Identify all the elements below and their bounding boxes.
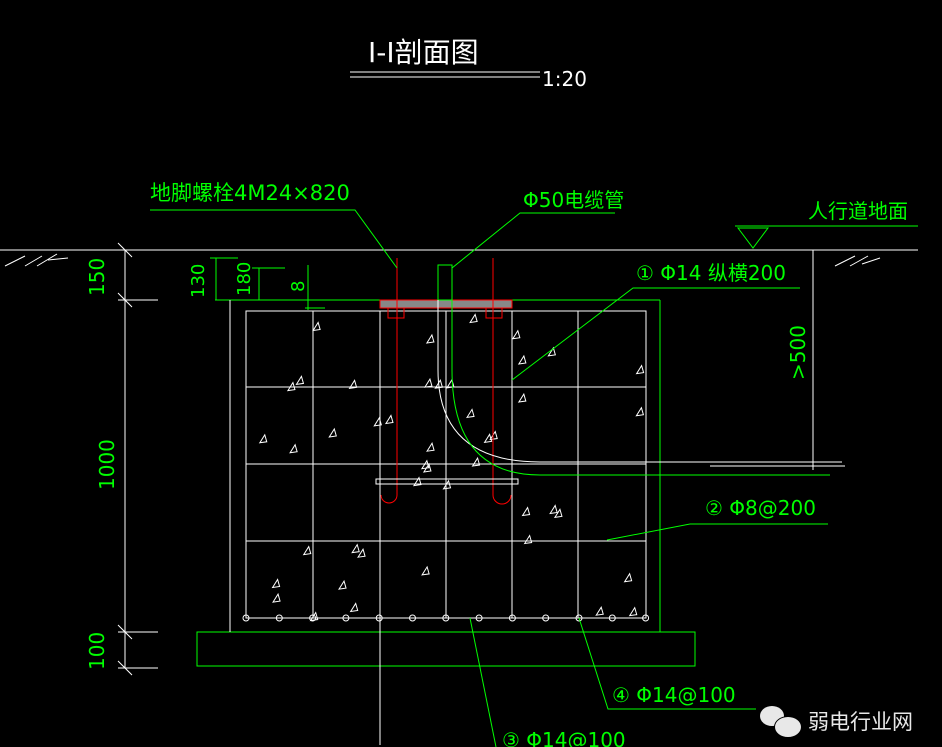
cable-pipe-label: Φ50电缆管 <box>523 188 624 212</box>
aggregate-mark <box>635 364 645 375</box>
aggregate-mark <box>489 430 498 441</box>
rebar-dot <box>642 614 650 622</box>
wechat-icon <box>760 706 802 738</box>
rebar-dot <box>542 614 550 622</box>
aggregate-mark <box>258 433 268 444</box>
aggregate-mark <box>469 313 478 324</box>
rebar-dot <box>275 614 283 622</box>
dim-8: 8 <box>288 281 309 292</box>
aggregate-mark <box>338 579 347 590</box>
rebar-dot <box>409 614 416 622</box>
dim-500: >500 <box>786 325 810 380</box>
rebar-dot <box>508 614 516 622</box>
aggregate-mark <box>312 321 321 332</box>
rebar1-leader <box>511 287 800 381</box>
ground-hatch-right <box>834 255 881 267</box>
aggregate-mark <box>271 578 281 589</box>
dim-180: 180 <box>234 262 255 296</box>
drawing-title: I-I剖面图 <box>368 36 479 69</box>
aggregate-mark <box>623 572 633 583</box>
base-plate <box>379 299 513 309</box>
aggregate-mark <box>426 441 435 452</box>
aggregate-mark <box>286 381 296 392</box>
rebar3-leader <box>469 617 497 747</box>
bolt-fixing-plate <box>375 478 519 485</box>
aggregate-mark <box>483 433 493 444</box>
bottom-rebar-dots <box>242 614 650 622</box>
aggregate-mark <box>547 346 556 357</box>
ground-level-marker-icon <box>737 227 769 249</box>
aggregate-mark <box>421 565 430 576</box>
cable-pipe-top <box>437 264 453 301</box>
nut-right <box>485 307 503 319</box>
aggregate-mark <box>517 354 527 365</box>
rebar-dot <box>242 614 250 622</box>
aggregate-mark <box>471 456 481 467</box>
aggregate-mark <box>466 408 475 419</box>
dim-130: 130 <box>188 264 209 298</box>
cable-pipe-leader <box>451 212 615 269</box>
aggregate-mark <box>357 547 366 558</box>
aggregate-mark <box>420 459 430 470</box>
anchor-bolt-left <box>380 258 398 504</box>
aggregate-mark <box>373 416 382 427</box>
aggregate-mark <box>351 543 360 554</box>
aggregate-mark <box>309 611 319 622</box>
cable-pipe-outer <box>437 300 842 463</box>
aggregate-mark <box>423 377 433 388</box>
aggregate-mark <box>517 392 527 403</box>
aggregate-mark <box>523 534 533 545</box>
aggregate-mark <box>289 443 298 454</box>
rebar-dot <box>375 614 383 622</box>
rebar2-leader <box>606 523 828 541</box>
ground-hatch-left <box>4 253 69 267</box>
rebar3-label: ③ Φ14@100 <box>502 728 626 747</box>
left-dimension-line <box>117 242 158 676</box>
dim-150: 150 <box>85 258 109 296</box>
aggregate-mark <box>553 508 563 519</box>
rebar-dot <box>575 614 583 622</box>
nut-left <box>387 307 405 319</box>
rebar-grid <box>246 311 646 618</box>
aggregate-mark <box>521 506 531 517</box>
rebar-dot <box>342 614 350 622</box>
aggregate-mark <box>635 406 645 417</box>
aggregate-mark <box>348 379 358 390</box>
rebar4-label: ④ Φ14@100 <box>612 683 736 707</box>
aggregate-mark <box>412 476 422 487</box>
aggregate-mark <box>295 375 305 386</box>
dim-100: 100 <box>85 632 109 670</box>
aggregate-mark <box>302 545 312 556</box>
rebar-dot <box>475 614 483 622</box>
scale-label: 1:20 <box>542 67 587 91</box>
anchor-bolt-leader <box>150 209 398 269</box>
rebar2-label: ② Φ8@200 <box>705 496 816 520</box>
aggregate-mark <box>549 504 558 515</box>
cable-pipe-inner <box>451 300 830 476</box>
base-cushion <box>196 631 696 667</box>
aggregate-mark <box>511 329 521 340</box>
rebar-dot <box>442 614 450 622</box>
rebar1-label: ① Φ14 纵横200 <box>636 261 786 285</box>
aggregate-mark <box>384 414 394 425</box>
sidewalk-label: 人行道地面 <box>808 199 908 223</box>
rebar-dot <box>309 614 317 622</box>
rebar-dot <box>608 614 616 622</box>
aggregate-mark <box>349 602 359 613</box>
aggregate-mark <box>328 427 337 438</box>
rebar4-leader <box>578 617 756 710</box>
aggregate-mark <box>442 479 452 490</box>
watermark-text: 弱电行业网 <box>808 710 913 734</box>
aggregate-mark <box>445 378 455 389</box>
small-dimensions <box>210 257 325 310</box>
watermark: 弱电行业网 <box>760 706 913 738</box>
aggregate-mark <box>595 605 604 616</box>
aggregate-mark <box>425 333 435 344</box>
anchor-bolt-label: 地脚螺栓4M24×820 <box>150 181 350 205</box>
dim-1000: 1000 <box>95 439 119 490</box>
aggregate-mark <box>628 606 638 617</box>
anchor-bolt-right <box>492 258 512 505</box>
concrete-aggregate <box>258 313 645 622</box>
aggregate-mark <box>272 592 281 603</box>
